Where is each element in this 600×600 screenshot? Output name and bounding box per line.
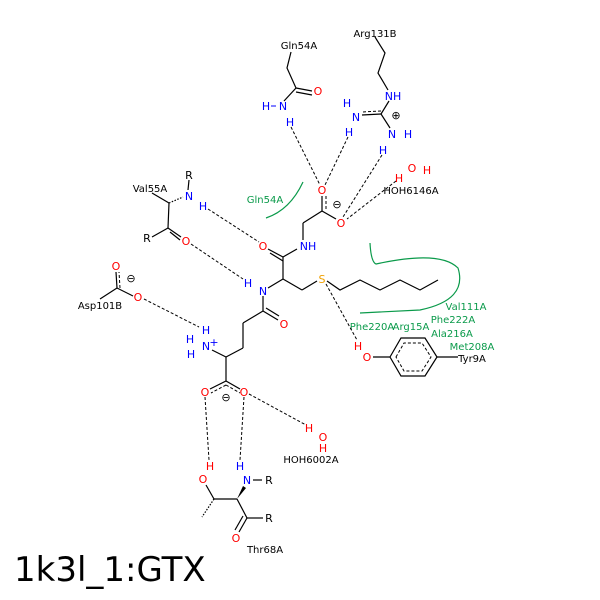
hydrogen-atom: H bbox=[395, 172, 403, 185]
hydrogen-bonds bbox=[143, 126, 397, 461]
hydrogen-atom: H bbox=[286, 116, 294, 129]
hydrogen-atom: H bbox=[379, 144, 387, 157]
hydrophobic-label: Phe220A bbox=[350, 322, 395, 333]
oxygen-atom: O bbox=[182, 235, 191, 248]
negative-charge-icon: ⊖ bbox=[332, 198, 341, 211]
hydrogen-atom: H bbox=[206, 460, 214, 473]
residue-label: HOH6002A bbox=[283, 455, 338, 466]
oxygen-atom: O bbox=[318, 184, 327, 197]
positive-charge-icon: + bbox=[209, 336, 218, 349]
nitrogen-atom: N bbox=[388, 128, 396, 141]
oxygen-atom: O bbox=[337, 217, 346, 230]
oxygen-atom: O bbox=[199, 473, 208, 486]
oxygen-atom: O bbox=[363, 351, 372, 364]
oxygen-atom: O bbox=[201, 386, 210, 399]
nitrogen-atom: N bbox=[185, 190, 193, 203]
residue-gln54a: Gln54A O N H H bbox=[262, 41, 323, 129]
hydrogen-atom: H bbox=[345, 126, 353, 139]
hydrophobic-label: Phe222A bbox=[431, 315, 476, 326]
hydrogen-atom: H bbox=[187, 348, 195, 361]
hydrogen-atom: H bbox=[343, 97, 351, 110]
hydrogen-atom: H bbox=[202, 324, 210, 337]
residue-arg131b: Arg131B NH N H H N H H ⊕ bbox=[343, 29, 412, 157]
hydrogen-atom: H bbox=[423, 164, 431, 177]
oxygen-atom: O bbox=[314, 85, 323, 98]
r-group: R bbox=[185, 169, 193, 182]
hydrophobic-label: Gln54A bbox=[247, 195, 284, 206]
hydrogen-atom: H bbox=[404, 128, 412, 141]
oxygen-atom: O bbox=[408, 162, 417, 175]
negative-charge-icon: ⊖ bbox=[221, 391, 230, 404]
positive-charge-icon: ⊕ bbox=[391, 109, 400, 122]
water-hoh6002a: H O H HOH6002A bbox=[283, 422, 338, 466]
hydrophobic-label: Val111A bbox=[446, 302, 487, 313]
oxygen-atom: O bbox=[112, 260, 121, 273]
oxygen-atom: O bbox=[134, 291, 143, 304]
residue-tyr9a: H O Tyr9A bbox=[354, 337, 486, 377]
residue-thr68a: H O H N R R O Thr68A bbox=[199, 460, 284, 556]
hydrogen-atom: H bbox=[305, 422, 313, 435]
nitrogen-atom: NH bbox=[385, 90, 402, 103]
r-group: R bbox=[265, 474, 273, 487]
ligand-bonds bbox=[209, 196, 439, 394]
oxygen-atom: O bbox=[259, 240, 268, 253]
residue-label: Tyr9A bbox=[457, 354, 486, 365]
nitrogen-atom: N bbox=[243, 474, 251, 487]
hydrogen-atom: H bbox=[354, 340, 362, 353]
residue-label: Arg131B bbox=[353, 29, 396, 40]
oxygen-atom: O bbox=[232, 532, 241, 545]
hydrogen-atom: H bbox=[319, 442, 327, 455]
hydrophobic-arc-gln54a bbox=[265, 181, 304, 219]
hydrophobic-label: Arg15A bbox=[393, 322, 430, 333]
hydrogen-atom: H bbox=[186, 333, 194, 346]
nitrogen-atom: N bbox=[259, 285, 267, 298]
ligand-atoms: O O ⊖ NH O N H S O H H N + H O O ⊖ bbox=[186, 184, 346, 404]
residue-label: Asp101B bbox=[78, 301, 122, 312]
residue-asp101b: O O ⊖ Asp101B bbox=[78, 260, 143, 312]
residue-label: Val55A bbox=[133, 184, 168, 195]
residue-val55a: Val55A R N H R O bbox=[133, 169, 207, 248]
residue-label: HOH6146A bbox=[383, 186, 438, 197]
oxygen-atom: O bbox=[319, 431, 328, 444]
negative-charge-icon: ⊖ bbox=[126, 272, 135, 285]
hydrogen-atom: H bbox=[262, 100, 270, 113]
r-group: R bbox=[143, 232, 151, 245]
nitrogen-atom: N bbox=[202, 340, 210, 353]
nitrogen-atom: N bbox=[352, 111, 360, 124]
hydrogen-atom: H bbox=[199, 200, 207, 213]
nitrogen-atom: NH bbox=[300, 240, 317, 253]
hydrogen-atom: H bbox=[236, 460, 244, 473]
residue-label: Thr68A bbox=[246, 545, 283, 556]
r-group: R bbox=[265, 512, 273, 525]
ligand-title: 1k3l_1:GTX bbox=[14, 550, 206, 590]
hydrophobic-label: Ala216A bbox=[431, 329, 473, 340]
hydrophobic-label: Met208A bbox=[450, 342, 495, 353]
oxygen-atom: O bbox=[280, 318, 289, 331]
sulfur-atom: S bbox=[319, 273, 326, 286]
oxygen-atom: O bbox=[240, 386, 249, 399]
residue-label: Gln54A bbox=[281, 41, 318, 52]
hydrophobic-arc-pocket bbox=[359, 242, 461, 314]
nitrogen-atom: N bbox=[279, 100, 287, 113]
water-hoh6146a: O H H HOH6146A bbox=[383, 162, 438, 197]
hydrogen-atom: H bbox=[244, 277, 252, 290]
